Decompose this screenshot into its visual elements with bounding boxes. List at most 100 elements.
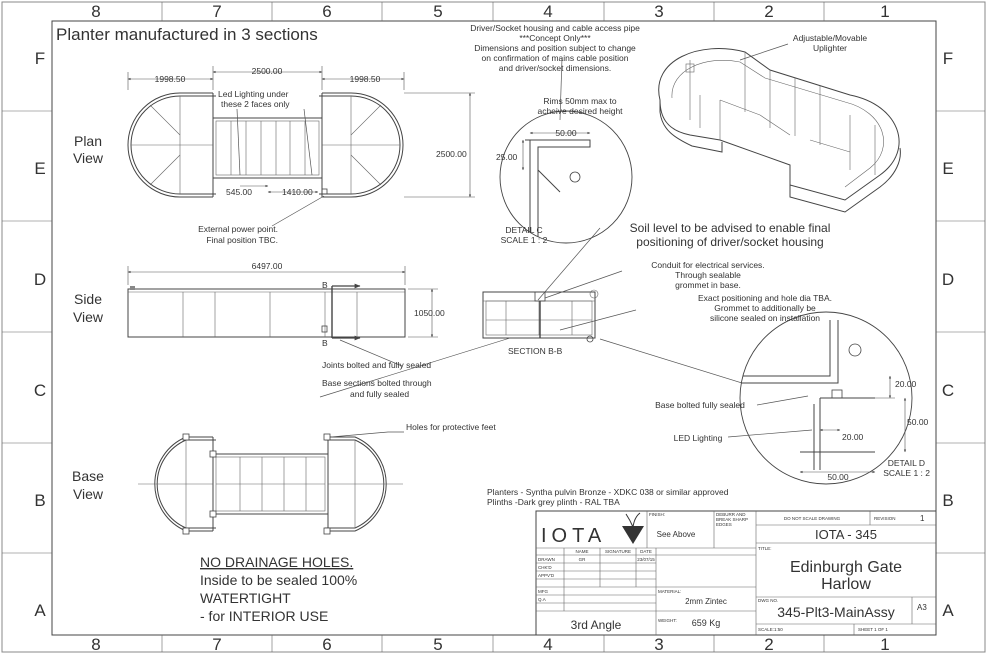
dim-plan-1410: 1410.00 [282, 187, 313, 197]
zone-right-D: D [942, 270, 954, 289]
zone-left-C: C [34, 381, 46, 400]
driver-note-line2: ***Concept Only*** [519, 33, 591, 43]
zone-bottom-4: 4 [543, 635, 552, 654]
soil-note-line2: positioning of driver/socket housing [636, 235, 823, 249]
zone-left-A: A [34, 601, 46, 620]
tb-title-label: TITLE: [758, 546, 772, 551]
materials-line2: Plinths -Dark grey plinth - RAL TBA [487, 497, 620, 507]
conduit-note-line1: Conduit for electrical services. [651, 260, 764, 270]
side-view-label-line1: Side [74, 291, 102, 307]
tb-sheet-size: A3 [917, 603, 927, 612]
zone-top-4: 4 [543, 2, 552, 21]
dim-plan-right: 1998.50 [350, 74, 381, 84]
driver-note-line1: Driver/Socket housing and cable access p… [470, 23, 640, 33]
drainage-note-line4: - for INTERIOR USE [200, 608, 328, 624]
dim-detail-d-bottom: 50.00 [827, 472, 849, 482]
drainage-note-line3: WATERTIGHT [200, 590, 291, 606]
soil-note-line1: Soil level to be advised to enable final [630, 221, 831, 235]
zone-left-D: D [34, 270, 46, 289]
drainage-note-line2: Inside to be sealed 100% [200, 572, 357, 588]
rims-note-line2: acheive desired height [537, 106, 623, 116]
zone-bottom-6: 6 [322, 635, 331, 654]
section-bb-label: SECTION B-B [508, 346, 563, 356]
dim-side-length: 6497.00 [252, 261, 283, 271]
base-bolted-note: Base bolted fully sealed [655, 400, 745, 410]
tb-row-appvd: APPV'D [538, 573, 555, 578]
zone-top-3: 3 [654, 2, 663, 21]
tb-deburr-label-2: BREAK SHARP [716, 517, 748, 522]
title-block: IOTA FINISH: DEBURR AND BREAK SHARP EDGE… [535, 510, 937, 636]
sheet-heading: Planter manufactured in 3 sections [56, 25, 318, 44]
detail-d-scale: SCALE 1 : 2 [883, 468, 930, 478]
driver-note-line5: and driver/socket dimensions. [499, 63, 611, 73]
led-note-line2: these 2 faces only [221, 99, 290, 109]
plan-view [127, 66, 475, 227]
zone-right-B: B [942, 491, 953, 510]
conduit-note-line2: Through sealable [675, 270, 741, 280]
zone-bottom-3: 3 [654, 635, 663, 654]
zone-right-A: A [942, 601, 954, 620]
zone-left-B: B [34, 491, 45, 510]
zone-top-1: 1 [880, 2, 889, 21]
tb-deburr-label-3: EDGES [716, 522, 732, 527]
hole-note-line1: Exact positioning and hole dia TBA. [698, 293, 832, 303]
dim-plan-left: 1998.50 [155, 74, 186, 84]
zone-top-8: 8 [91, 2, 100, 21]
tb-row-chkd: CHK'D [538, 565, 552, 570]
zone-top-5: 5 [433, 2, 442, 21]
zone-right-C: C [942, 381, 954, 400]
tb-title-line1: Edinburgh Gate [790, 559, 902, 576]
tb-projection: 3rd Angle [571, 618, 622, 632]
tb-weight-label: WEIGHT: [658, 618, 677, 623]
hole-note-line2: Grommet to additionally be [714, 303, 816, 313]
tb-row-drawn: DRAWN [538, 557, 555, 562]
tb-scale: SCALE:1:50 [758, 627, 783, 632]
zone-bottom-5: 5 [433, 635, 442, 654]
side-view [127, 266, 438, 367]
uplighter-note-line2: Uplighter [813, 43, 847, 53]
zone-bottom-8: 8 [91, 635, 100, 654]
zone-bottom-7: 7 [212, 635, 221, 654]
plan-view-label-line2: View [73, 150, 104, 166]
driver-note-line4: on confirmation of mains cable position [482, 53, 629, 63]
uplighter-note-line1: Adjustable/Movable [793, 33, 867, 43]
dim-detail-d-top: 20.00 [895, 379, 917, 389]
dim-detail-d-right: 50.00 [907, 417, 929, 427]
drainage-note-line1: NO DRAINAGE HOLES. [200, 554, 353, 570]
svg-text:IOTA: IOTA [541, 525, 606, 547]
driver-note-line3: Dimensions and position subject to chang… [474, 43, 636, 53]
dim-plan-middle: 2500.00 [252, 66, 283, 76]
hole-note-line3: silicone sealed on installation [710, 313, 820, 323]
detail-c [499, 110, 633, 244]
dim-detail-c-height: 25.00 [496, 152, 518, 162]
led-note-line1: Led Lighting under [218, 89, 289, 99]
zone-right-F: F [943, 49, 953, 68]
materials-line1: Planters - Syntha pulvin Bronze - XDKC 0… [487, 487, 729, 497]
base-view-label-line1: Base [72, 468, 104, 484]
holes-feet-note: Holes for protective feet [406, 422, 496, 432]
tb-sheet: SHEET 1 OF 1 [858, 627, 888, 632]
tb-row-qa: Q.A [538, 597, 546, 602]
base-view-label-line2: View [73, 486, 104, 502]
detail-d-label: DETAIL D [888, 458, 925, 468]
tb-deburr-label-1: DEBURR AND [716, 512, 746, 517]
zone-right-E: E [942, 159, 953, 178]
tb-finish-value: See Above [657, 530, 696, 539]
tb-title-line2: Harlow [821, 576, 871, 593]
zone-top-2: 2 [764, 2, 773, 21]
rims-note-line1: Rims 50mm max to [543, 96, 616, 106]
detail-d [727, 311, 913, 485]
zone-left-E: E [34, 159, 45, 178]
dim-plan-545: 545.00 [226, 187, 252, 197]
base-view [138, 431, 404, 535]
zone-top-6: 6 [322, 2, 331, 21]
zone-bottom-2: 2 [764, 635, 773, 654]
tb-material-label: MATERIAL: [658, 589, 681, 594]
tb-col-name: NAME [575, 549, 588, 554]
tb-drawn-name: GR [579, 557, 587, 562]
tb-drawn-date: 23/07/15 [637, 557, 655, 562]
section-marker-bottom: B [322, 338, 328, 348]
tb-material-value: 2mm Zintec [685, 597, 727, 606]
tb-do-not-scale: DO NOT SCALE DRAWING [784, 516, 841, 521]
